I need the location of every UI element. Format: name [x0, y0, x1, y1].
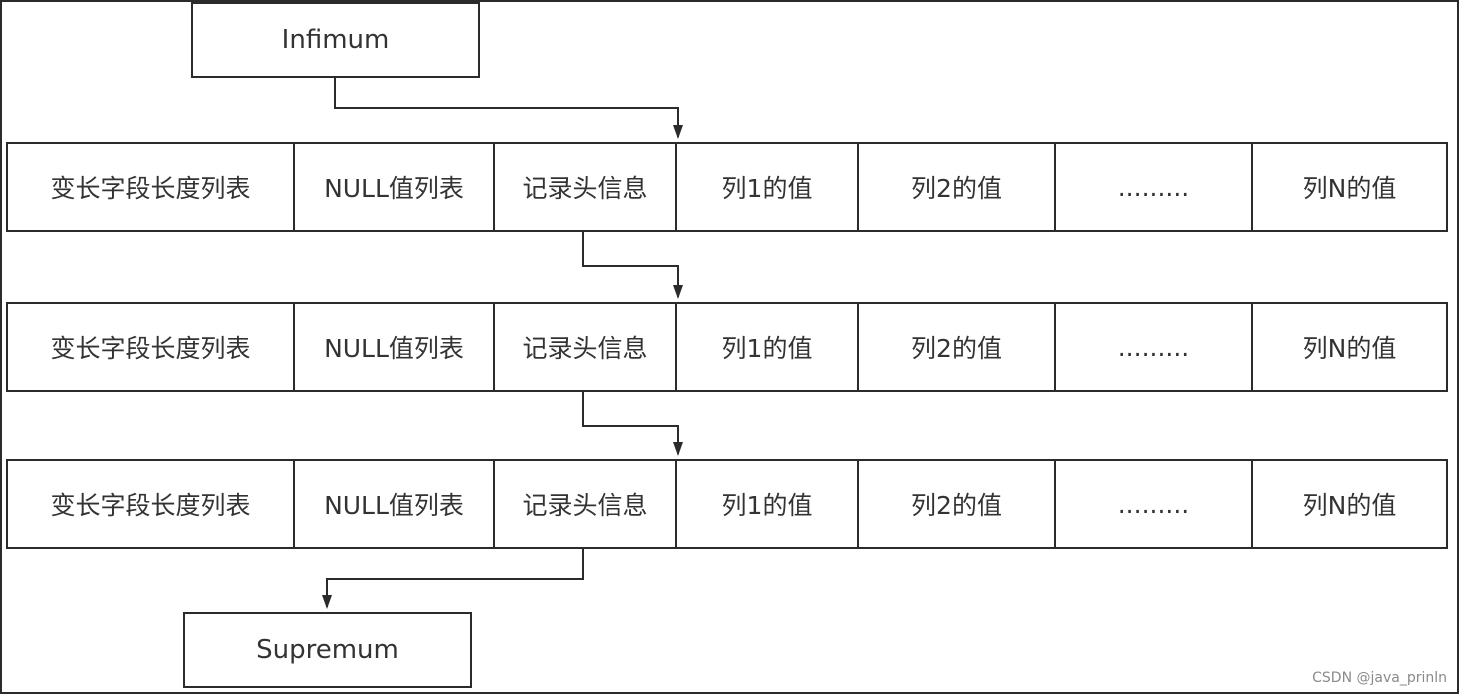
watermark: CSDN @java_prinln: [1312, 670, 1447, 686]
null-value-list-cell: NULL值列表: [295, 304, 495, 390]
null-value-list-cell: NULL值列表: [295, 461, 495, 547]
variable-length-field-list-cell: 变长字段长度列表: [8, 144, 295, 230]
record-header-cell: 记录头信息: [495, 461, 677, 547]
supremum-box: Supremum: [183, 612, 472, 688]
ellipsis-cell: .........: [1056, 304, 1253, 390]
column-n-value-cell: 列N的值: [1302, 334, 1397, 363]
ellipsis-cell: .........: [1056, 461, 1253, 547]
infimum-box: Infimum: [191, 2, 480, 78]
record-row: 变长字段长度列表 NULL值列表 记录头信息 列1的值 列2的值 .......…: [6, 302, 1448, 392]
column-2-value-cell: 列2的值: [859, 144, 1056, 230]
record-row: 变长字段长度列表 NULL值列表 记录头信息 列1的值 列2的值 .......…: [6, 459, 1448, 549]
column-n-value-cell: 列N的值: [1302, 174, 1397, 203]
variable-length-field-list-cell: 变长字段长度列表: [8, 304, 295, 390]
column-1-value-cell: 列1的值: [677, 304, 859, 390]
supremum-label: Supremum: [256, 635, 399, 665]
variable-length-field-list-cell: 变长字段长度列表: [8, 461, 295, 547]
column-2-value-cell: 列2的值: [859, 461, 1056, 547]
column-1-value-cell: 列1的值: [677, 144, 859, 230]
record-row: 变长字段长度列表 NULL值列表 记录头信息 列1的值 列2的值 .......…: [6, 142, 1448, 232]
record-header-cell: 记录头信息: [495, 304, 677, 390]
column-2-value-cell: 列2的值: [859, 304, 1056, 390]
record-header-cell: 记录头信息: [495, 144, 677, 230]
null-value-list-cell: NULL值列表: [295, 144, 495, 230]
column-1-value-cell: 列1的值: [677, 461, 859, 547]
ellipsis-cell: .........: [1056, 144, 1253, 230]
infimum-label: Infimum: [281, 25, 390, 55]
column-n-value-cell: 列N的值: [1302, 491, 1397, 520]
